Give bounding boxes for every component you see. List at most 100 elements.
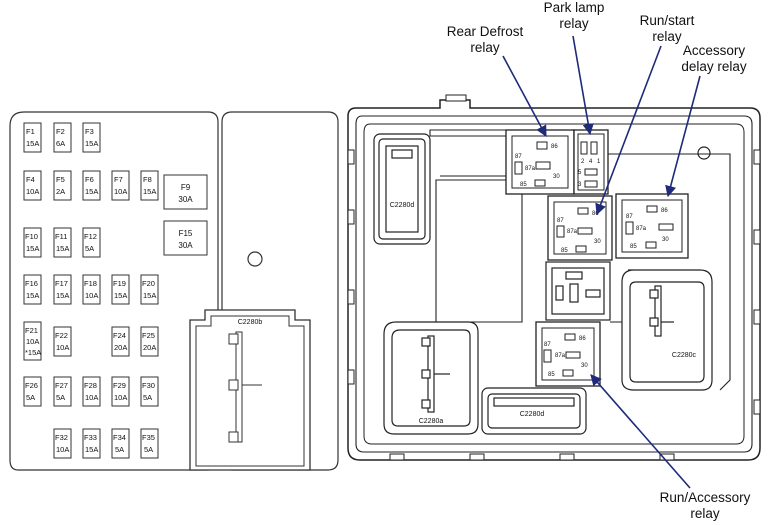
svg-text:10A: 10A — [85, 393, 98, 402]
svg-text:F30: F30 — [142, 381, 155, 390]
svg-text:F11: F11 — [55, 232, 67, 241]
connector-c2280a: C2280a — [383, 321, 479, 435]
svg-text:10A: 10A — [56, 343, 69, 352]
svg-text:F26: F26 — [25, 381, 38, 390]
svg-text:15A: 15A — [85, 187, 98, 196]
svg-text:5A: 5A — [144, 445, 153, 454]
svg-text:*15A: *15A — [25, 348, 41, 357]
svg-text:F1: F1 — [26, 127, 35, 136]
svg-text:F10: F10 — [25, 232, 38, 241]
svg-text:C2280d: C2280d — [390, 202, 415, 209]
svg-text:15A: 15A — [26, 244, 39, 253]
svg-text:F27: F27 — [55, 381, 68, 390]
svg-text:5A: 5A — [115, 445, 124, 454]
svg-text:F33: F33 — [84, 433, 97, 442]
run-accessory-relay: 86 87 87a 30 85 — [535, 321, 601, 387]
svg-text:15A: 15A — [85, 445, 98, 454]
svg-text:10A: 10A — [26, 187, 39, 196]
svg-text:85: 85 — [630, 244, 637, 250]
svg-text:15A: 15A — [56, 291, 69, 300]
svg-text:F25: F25 — [142, 331, 155, 340]
connector-c2280c: C2280c — [621, 269, 713, 391]
svg-text:15A: 15A — [114, 291, 127, 300]
svg-text:F19: F19 — [113, 279, 126, 288]
diode-socket — [545, 261, 611, 321]
svg-text:15A: 15A — [143, 291, 156, 300]
svg-text:30: 30 — [581, 363, 588, 369]
svg-text:F24: F24 — [113, 331, 126, 340]
svg-text:C2280c: C2280c — [672, 352, 697, 359]
svg-text:30: 30 — [662, 237, 669, 243]
svg-text:F22: F22 — [55, 331, 68, 340]
svg-text:15A: 15A — [143, 187, 156, 196]
svg-text:5: 5 — [578, 170, 582, 176]
connector-c2280b: C2280b — [189, 309, 311, 471]
svg-text:F18: F18 — [84, 279, 97, 288]
svg-text:6A: 6A — [56, 139, 65, 148]
svg-text:85: 85 — [548, 372, 555, 378]
svg-text:10A: 10A — [56, 445, 69, 454]
svg-text:20A: 20A — [143, 343, 156, 352]
svg-text:86: 86 — [661, 208, 668, 214]
mount-hole — [247, 251, 263, 267]
svg-text:10A: 10A — [114, 393, 127, 402]
svg-text:87: 87 — [557, 218, 564, 224]
svg-text:87: 87 — [515, 154, 522, 160]
svg-text:15A: 15A — [56, 244, 69, 253]
svg-text:10A: 10A — [26, 337, 39, 346]
svg-text:86: 86 — [551, 144, 558, 150]
svg-text:F16: F16 — [25, 279, 38, 288]
svg-text:87a: 87a — [567, 229, 578, 235]
svg-text:F6: F6 — [85, 175, 94, 184]
accessory-delay-relay: 86 87 87a 30 85 — [615, 193, 689, 259]
svg-text:F9: F9 — [181, 183, 191, 192]
svg-text:30: 30 — [594, 239, 601, 245]
relay-box: C2280d 86 87 87a 30 85 2 4 1 5 — [347, 94, 761, 461]
svg-text:F17: F17 — [55, 279, 68, 288]
svg-text:F34: F34 — [113, 433, 126, 442]
svg-text:5A: 5A — [85, 244, 94, 253]
svg-text:F20: F20 — [142, 279, 155, 288]
svg-text:F5: F5 — [56, 175, 65, 184]
svg-text:30A: 30A — [178, 241, 193, 250]
connector-c2280d-left: C2280d — [373, 133, 431, 245]
svg-text:3: 3 — [578, 182, 582, 188]
svg-text:F7: F7 — [114, 175, 123, 184]
connector-c2280d-bottom: C2280d — [481, 387, 587, 435]
svg-text:5A: 5A — [26, 393, 35, 402]
svg-text:85: 85 — [561, 248, 568, 254]
svg-text:C2280a: C2280a — [419, 418, 444, 425]
run-start-relay: 86 87 87a 30 85 — [547, 195, 613, 261]
svg-text:F3: F3 — [85, 127, 94, 136]
svg-text:5A: 5A — [56, 393, 65, 402]
svg-text:1: 1 — [597, 159, 601, 165]
